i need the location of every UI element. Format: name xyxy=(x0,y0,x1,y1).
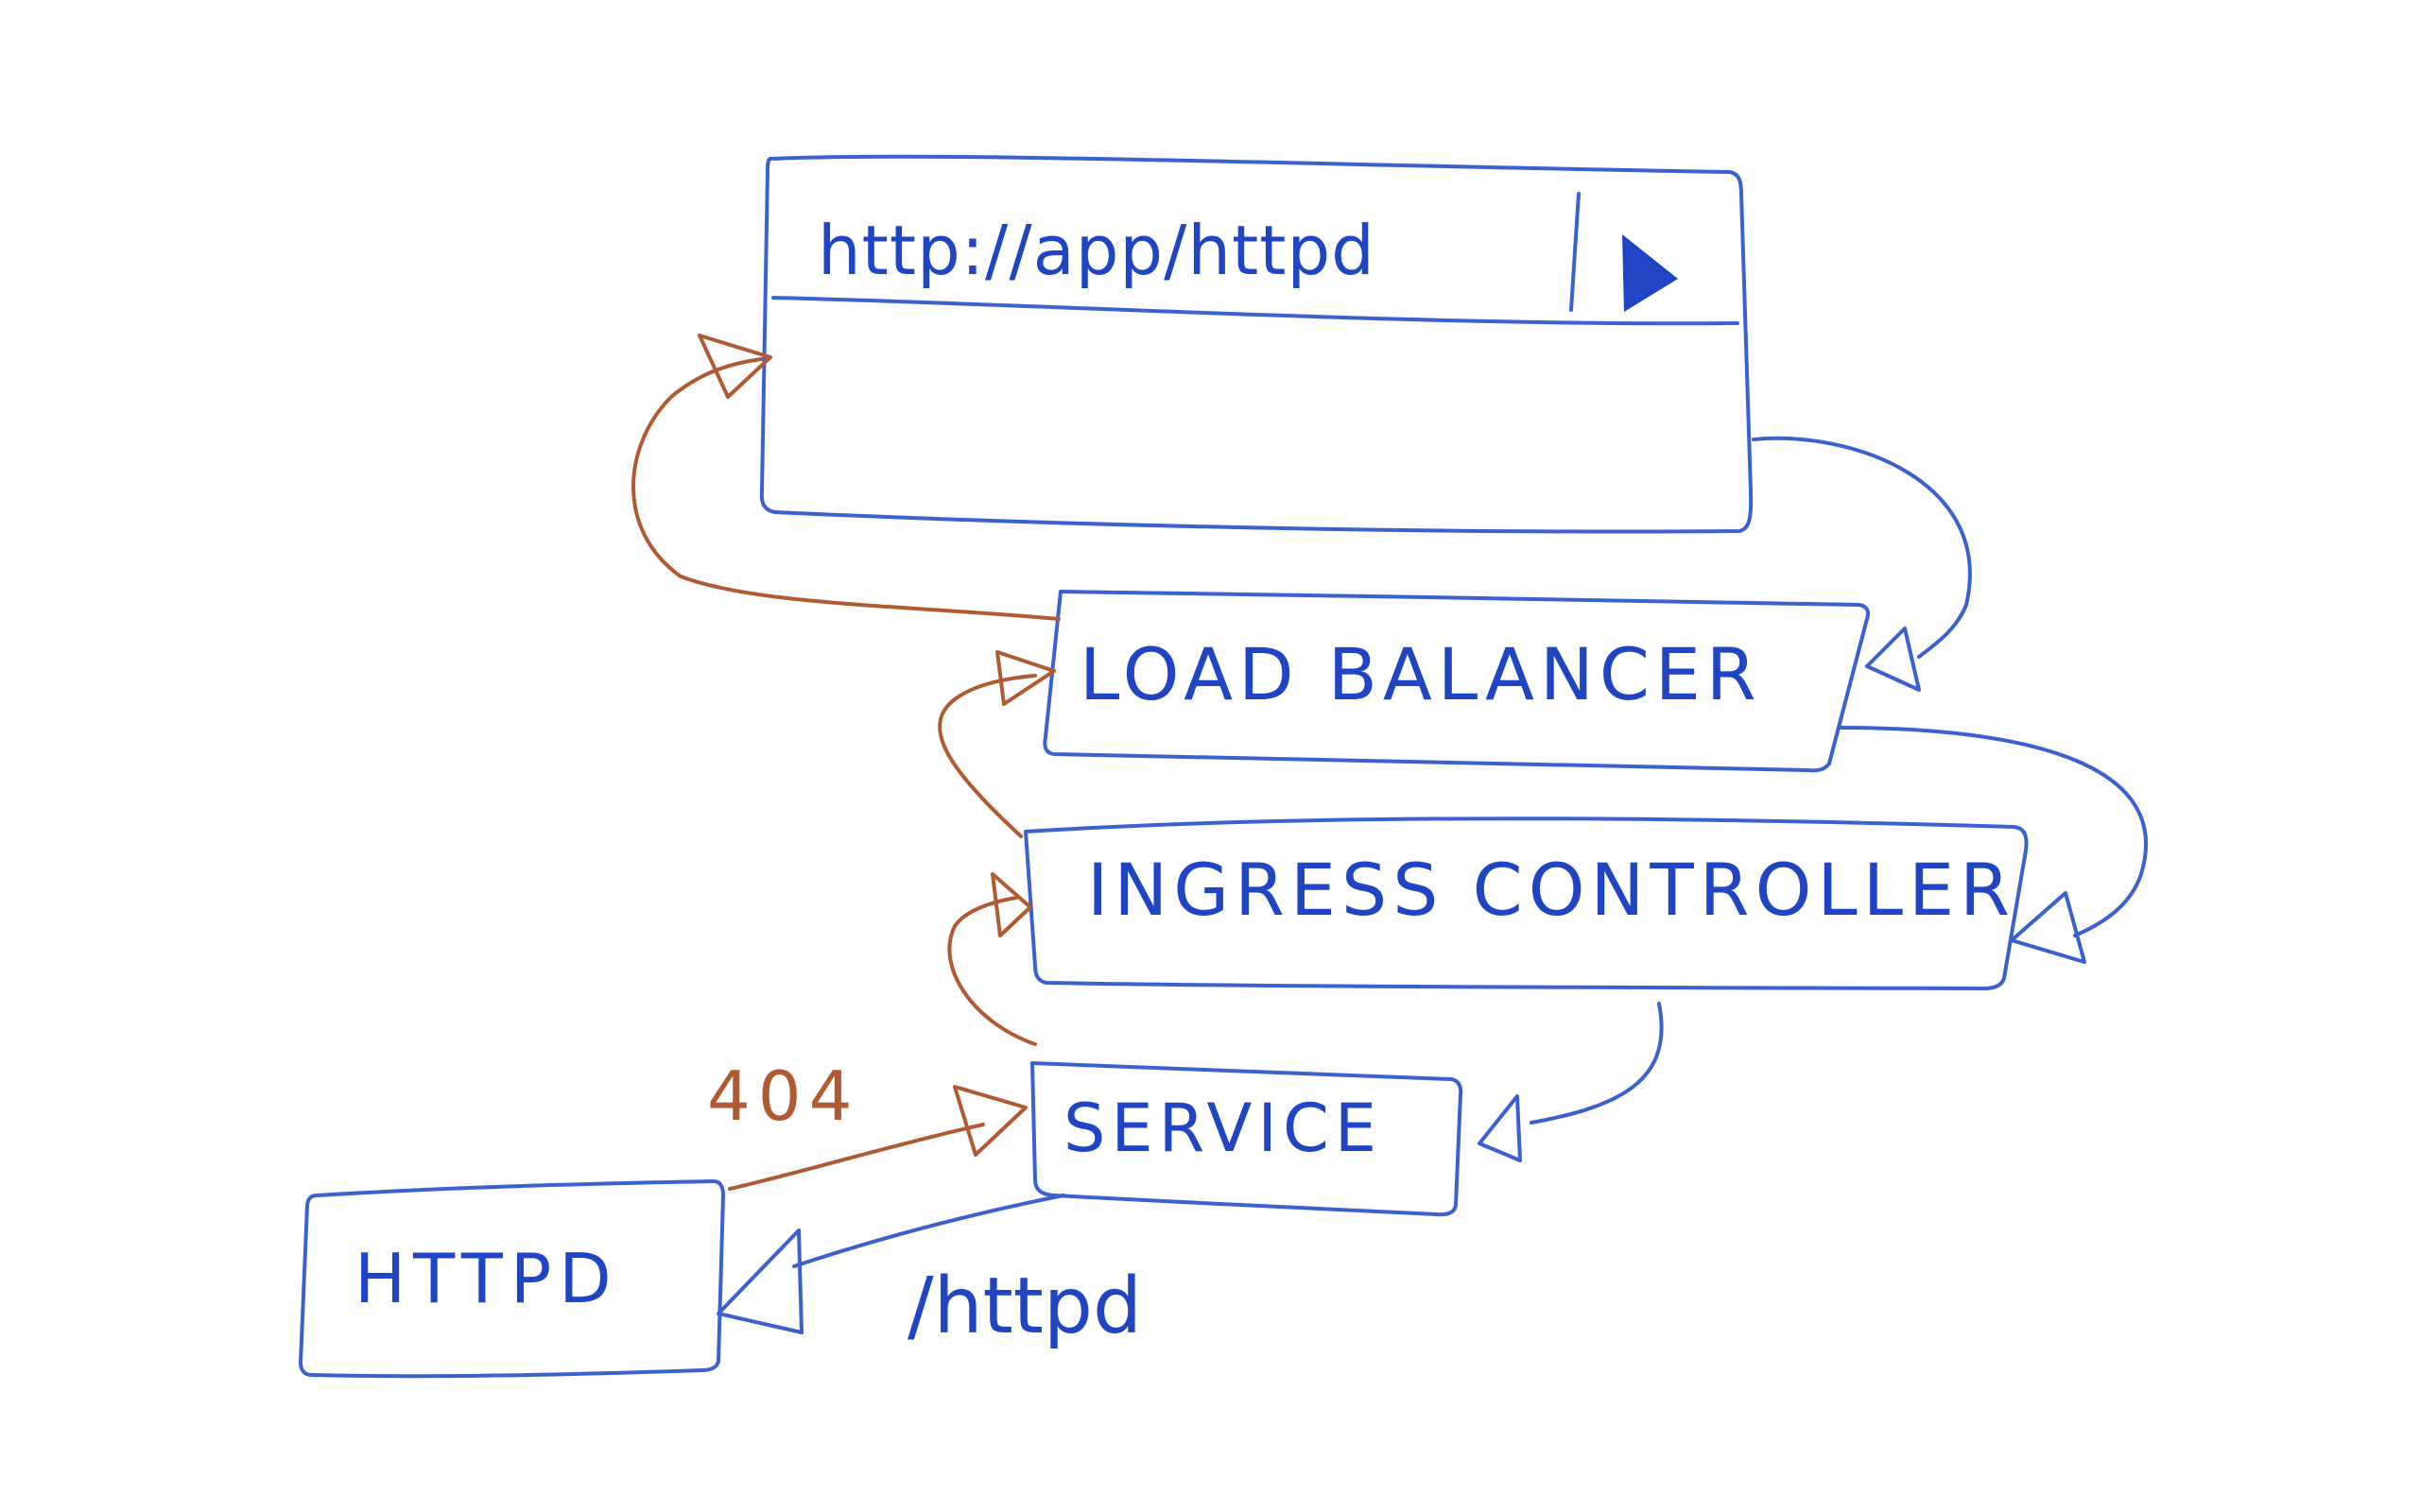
response-service-to-ingress xyxy=(947,896,1037,1046)
ingress-controller-frame xyxy=(1024,816,2029,990)
response-browser-arrowhead xyxy=(698,334,772,399)
load-balancer-arrowhead xyxy=(1865,627,1921,692)
path-annotation: /httpd xyxy=(908,1262,1142,1351)
ingress-controller-label: INGRESS CONTROLLER xyxy=(1087,848,2015,932)
play-arrow-icon[interactable] xyxy=(1622,234,1678,312)
httpd-frame xyxy=(299,1179,725,1379)
browser-window: http://app/httpd xyxy=(759,154,1754,534)
flow-browser-to-load-balancer xyxy=(1752,436,1972,659)
response-load-balancer-to-browser xyxy=(631,357,1061,621)
load-balancer-frame xyxy=(1043,590,1871,773)
browser-frame xyxy=(759,154,1754,534)
address-bar-divider xyxy=(771,296,1739,326)
load-balancer-label: LOAD BALANCER xyxy=(1080,632,1762,716)
status-code-annotation: 404 xyxy=(707,1057,859,1136)
service-arrowhead xyxy=(1478,1094,1522,1162)
service-box: SERVICE xyxy=(1030,1061,1463,1217)
httpd-label: HTTPD xyxy=(354,1239,619,1318)
flow-load-balancer-to-ingress xyxy=(1837,726,2149,937)
response-flow xyxy=(631,334,1061,1191)
service-frame xyxy=(1030,1061,1463,1217)
response-load-balancer-arrowhead xyxy=(995,650,1056,706)
load-balancer-box: LOAD BALANCER xyxy=(1043,590,1871,773)
response-ingress-to-load-balancer xyxy=(938,674,1037,838)
service-label: SERVICE xyxy=(1063,1090,1382,1167)
request-flow xyxy=(717,436,2149,1334)
response-ingress-arrowhead xyxy=(991,872,1032,937)
url-text: http://app/httpd xyxy=(818,211,1375,290)
ingress-arrowhead xyxy=(2010,891,2086,964)
response-httpd-to-service xyxy=(728,1123,985,1191)
flow-service-to-httpd xyxy=(792,1194,1065,1268)
response-service-arrowhead xyxy=(953,1085,1028,1157)
httpd-box: HTTPD xyxy=(299,1179,725,1379)
httpd-arrowhead xyxy=(717,1228,804,1334)
ingress-controller-box: INGRESS CONTROLLER xyxy=(1024,816,2029,990)
flow-ingress-to-service xyxy=(1530,1002,1664,1125)
address-bar-separator xyxy=(1569,192,1581,312)
